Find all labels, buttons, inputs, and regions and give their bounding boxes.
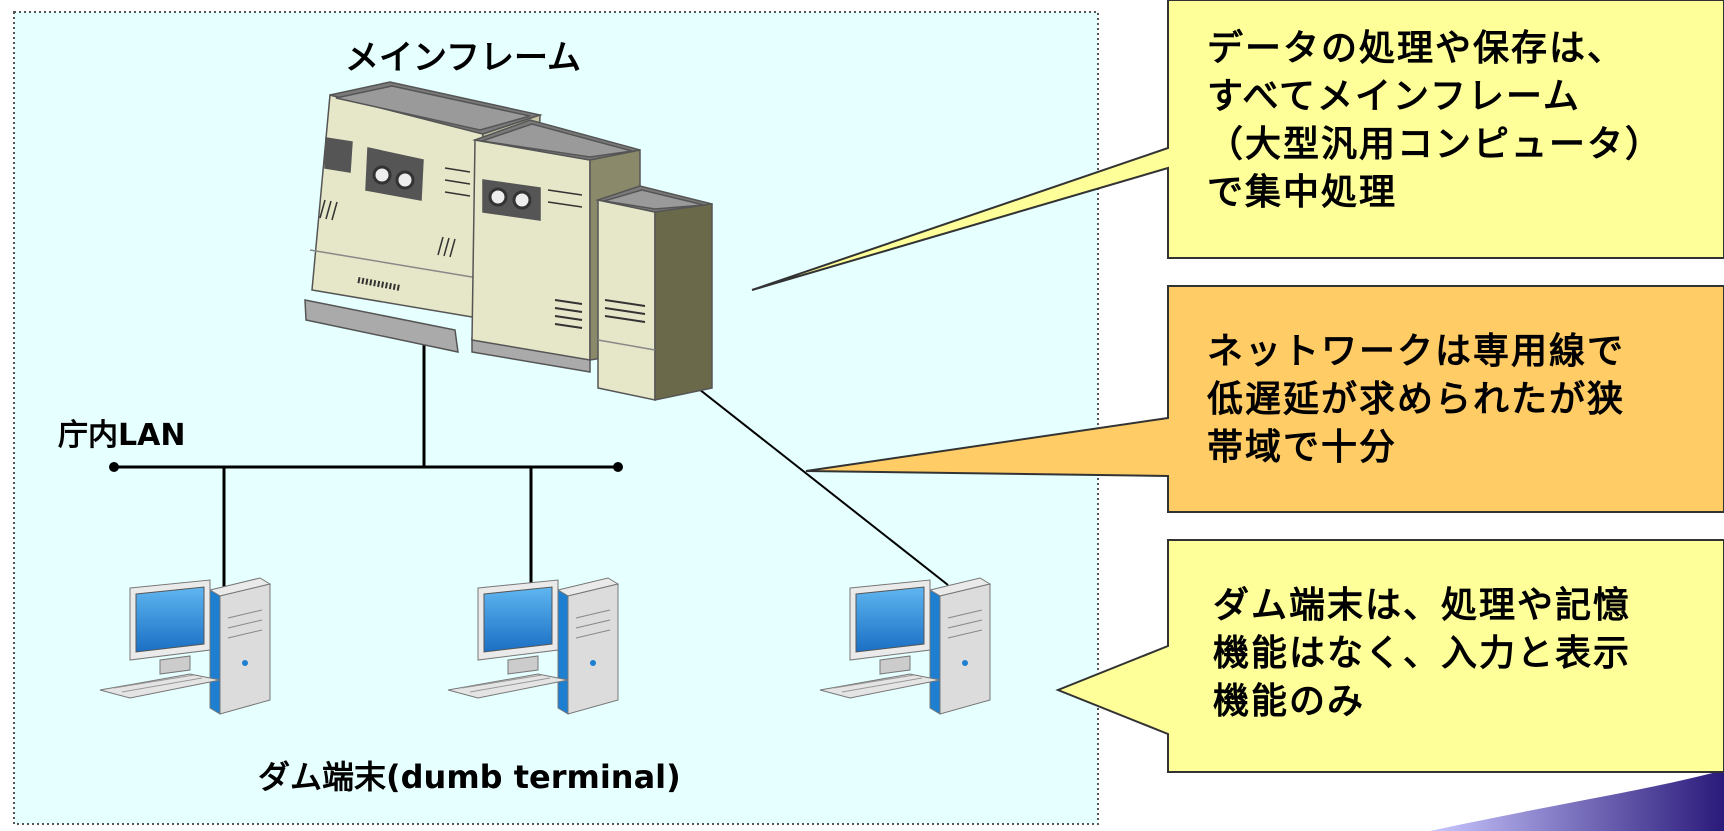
callout-mainframe-text: データの処理や保存は、 すべてメインフレーム （大型汎用コンピュータ） で集中処… — [1207, 28, 1664, 213]
callout-mainframe — [751, 0, 1724, 291]
lan-label: 庁内LAN — [58, 418, 186, 453]
lan-endpoint-right — [613, 462, 623, 472]
lan-endpoint-left — [109, 462, 119, 472]
corner-accent — [1430, 770, 1724, 831]
desktop-computer-icon — [447, 577, 620, 715]
desktop-computer-icon — [819, 577, 992, 715]
mainframe-label: メインフレーム — [345, 38, 581, 78]
mainframe-icon — [304, 81, 713, 401]
callout-terminal — [1055, 539, 1724, 773]
terminal-label: ダム端末(dumb terminal) — [258, 758, 681, 796]
dedicated-line — [689, 381, 949, 586]
callout-network — [805, 285, 1724, 513]
desktop-computer-icon — [99, 577, 272, 715]
callout-network-text: ネットワークは専用線で 低遅延が求められたが狭 帯域で十分 — [1207, 331, 1626, 468]
lan-network — [114, 330, 618, 590]
callout-terminal-text: ダム端末は、処理や記憶 機能はなく、入力と表示 機能のみ — [1213, 585, 1632, 722]
